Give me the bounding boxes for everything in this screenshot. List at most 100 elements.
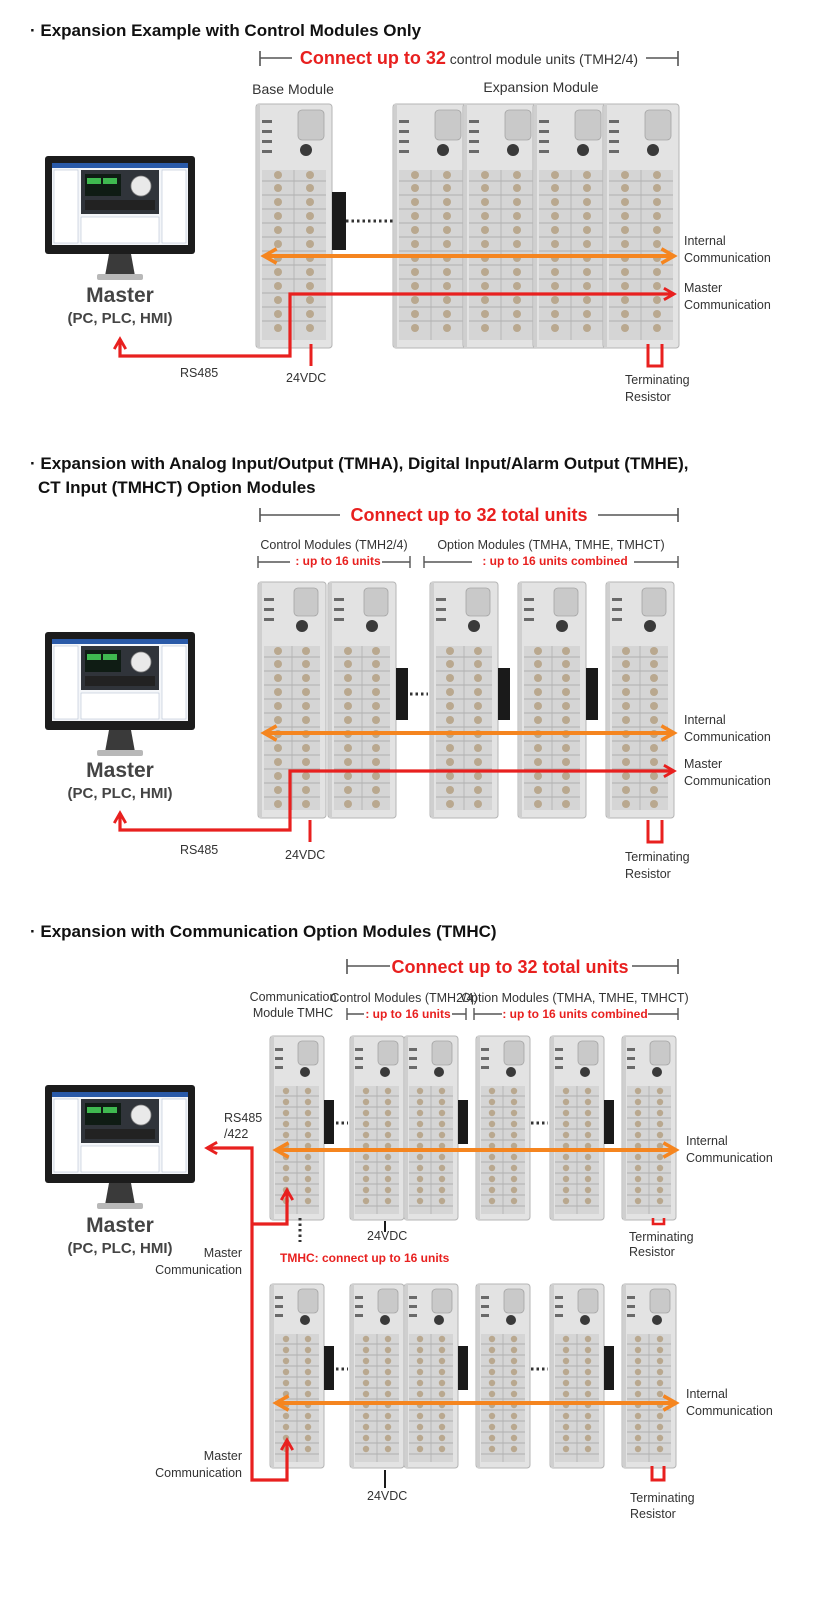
section3-comm-module-label-2: Module TMHC <box>253 1006 333 1020</box>
section3-bottom-terminating-label-1: Terminating <box>630 1491 695 1505</box>
section3-master-communication-line <box>204 1140 295 1482</box>
section3-top-control-module-2 <box>403 1035 459 1221</box>
section1-title: · Expansion Example with Control Modules… <box>30 21 422 40</box>
section3-bottom-control-module-2 <box>403 1283 459 1469</box>
section3-top-master-comm-label-1: Master <box>204 1246 242 1260</box>
section1-master-subtitle: (PC, PLC, HMI) <box>68 310 173 327</box>
section3-control-modules-label: Control Modules (TMH2/4) <box>330 991 477 1005</box>
section1-terminating-label-1: Terminating <box>625 373 690 387</box>
section3-bottom-option-module-tmhe <box>549 1283 605 1469</box>
section2-title-line1: · Expansion with Analog Input/Output (TM… <box>30 454 689 473</box>
section3-top-internal-label-1: Internal <box>686 1134 728 1148</box>
section1-internal-label-1: Internal <box>684 234 726 248</box>
section1-expansion-module-1 <box>392 103 470 349</box>
section3-top-terminating-resistor-symbol <box>651 1218 666 1226</box>
section3-top-option-module-tmhct <box>621 1035 677 1221</box>
section2-master-subtitle: (PC, PLC, HMI) <box>68 785 173 802</box>
section1-terminating-label-2: Resistor <box>625 390 671 404</box>
section1-expansion-module-label: Expansion Module <box>483 79 598 95</box>
section3-option-bracket <box>473 1008 679 1020</box>
section2-option-bracket <box>423 556 679 568</box>
section1-master-comm-label-2: Communication <box>684 298 771 312</box>
section1-expansion-module-2 <box>462 103 540 349</box>
section3-bottom-24vdc-label: 24VDC <box>367 1489 407 1503</box>
section3-top-connector-3 <box>604 1100 614 1144</box>
section3-bottom-terminating-resistor-symbol <box>650 1466 666 1482</box>
section2-rs485-label: RS485 <box>180 843 218 857</box>
section2-connect-label: Connect up to 32 total units <box>351 505 588 525</box>
section2-control-modules-label: Control Modules (TMH2/4) <box>260 538 407 552</box>
section2-internal-label-2: Communication <box>684 730 771 744</box>
section3-top-connector-1 <box>324 1100 334 1144</box>
section3-top-terminating-label-1: Terminating <box>629 1230 694 1244</box>
section1-24vdc-label: 24VDC <box>286 371 326 385</box>
section2-terminating-label-1: Terminating <box>625 850 690 864</box>
section3-top-connector-2 <box>458 1100 468 1144</box>
section3-comm-module-label-1: Communication <box>250 990 337 1004</box>
section2-title-line2: CT Input (TMHCT) Option Modules <box>38 478 316 497</box>
section1-connect-label: Connect up to 32 control module units (T… <box>300 48 638 68</box>
section3-tmhc-note: TMHC: connect up to 16 units <box>280 1251 450 1265</box>
section3-top-master-comm-label-2: Communication <box>155 1263 242 1277</box>
section2-master-monitor <box>44 631 196 757</box>
section3-connect-bracket <box>346 959 679 974</box>
section1-rs485-label: RS485 <box>180 366 218 380</box>
section3-bottom-connector-2 <box>458 1346 468 1390</box>
section3-master-monitor <box>44 1084 196 1210</box>
section2-connector-1 <box>396 668 408 720</box>
section2-internal-label-1: Internal <box>684 713 726 727</box>
section2-option-modules-label: Option Modules (TMHA, TMHE, TMHCT) <box>437 538 664 552</box>
section3-title: · Expansion with Communication Option Mo… <box>30 922 497 941</box>
section3-bottom-control-module-1 <box>349 1283 405 1469</box>
section1-master-title: Master <box>86 284 154 307</box>
section2-control-module-2 <box>327 581 397 819</box>
section2-control-module-1 <box>257 581 327 819</box>
section3-top-option-module-tmhe <box>549 1035 605 1221</box>
section1-internal-label-2: Communication <box>684 251 771 265</box>
section3-bottom-connector-3 <box>604 1346 614 1390</box>
section1-terminating-resistor-symbol <box>646 344 664 368</box>
section3-top-modules <box>269 1035 677 1221</box>
section2-connector-3 <box>586 668 598 720</box>
section1-modules <box>255 103 680 349</box>
section2-terminating-resistor-symbol <box>646 820 664 844</box>
section3-control-bracket <box>346 1008 467 1020</box>
section3-bottom-master-comm-label-2: Communication <box>155 1466 242 1480</box>
section1-connect-bracket <box>259 51 679 66</box>
section3-bottom-terminating-label-2: Resistor <box>630 1507 676 1521</box>
section3-bottom-modules <box>269 1283 677 1469</box>
section1-master-comm-label-1: Master <box>684 281 722 295</box>
section2-master-title: Master <box>86 759 154 782</box>
section1-master-monitor <box>44 155 196 281</box>
section3-option-limit-label: : up to 16 units combined <box>502 1007 647 1021</box>
section2-master-comm-label-1: Master <box>684 757 722 771</box>
section3-top-tmhc-module <box>269 1035 325 1221</box>
section3-rs485-label-1: RS485 <box>224 1111 262 1125</box>
section1-base-module <box>255 103 333 349</box>
section3-control-limit-label: : up to 16 units <box>365 1007 451 1021</box>
section3-master-subtitle: (PC, PLC, HMI) <box>68 1240 173 1257</box>
section3-top-terminating-label-2: Resistor <box>629 1245 675 1259</box>
section2-master-comm-label-2: Communication <box>684 774 771 788</box>
section3-top-internal-label-2: Communication <box>686 1151 773 1165</box>
section2-terminating-label-2: Resistor <box>625 867 671 881</box>
section3-rs485-label-2: /422 <box>224 1127 248 1141</box>
section3-bottom-master-comm-label-1: Master <box>204 1449 242 1463</box>
section3-top-master-communication-branch <box>252 1187 295 1226</box>
section3-bottom-internal-label-2: Communication <box>686 1404 773 1418</box>
section3-top-control-module-1 <box>349 1035 405 1221</box>
section1-base-module-label: Base Module <box>252 81 334 97</box>
section1-connector <box>332 192 346 250</box>
section1-master-communication-line <box>112 286 677 358</box>
section2-modules <box>257 581 675 819</box>
section3-connect-label: Connect up to 32 total units <box>392 957 629 977</box>
section2-control-limit-label: : up to 16 units <box>295 554 381 568</box>
section2-connect-bracket <box>259 508 679 522</box>
section3-bottom-internal-label-1: Internal <box>686 1387 728 1401</box>
section2-option-limit-label: : up to 16 units combined <box>482 554 627 568</box>
section1-expansion-module-3 <box>532 103 610 349</box>
section2-control-bracket <box>257 556 411 568</box>
section3-bottom-tmhc-module <box>269 1283 325 1469</box>
section3-bottom-option-module-tmha <box>475 1283 531 1469</box>
